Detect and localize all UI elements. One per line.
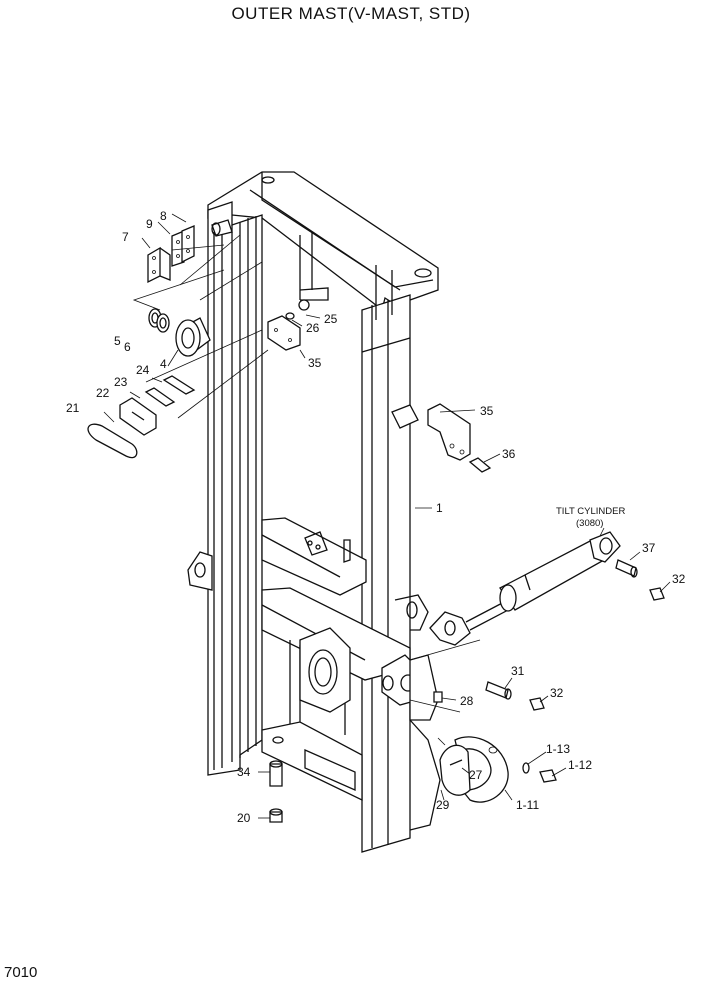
page-title: OUTER MAST(V-MAST, STD)	[231, 4, 471, 23]
callout-7: 7	[122, 230, 129, 244]
callout-37: 37	[642, 541, 656, 555]
callout-32-lower: 32	[550, 686, 564, 700]
page-number: 7010	[4, 964, 38, 981]
outer-mast-frame	[187, 171, 441, 853]
tilt-cylinder-label: TILT CYLINDER	[556, 506, 625, 517]
callout-22: 22	[96, 386, 110, 400]
callout-labels: 1 4 5 6 7 8 9 20 21 22 23 24 25 26 27 28…	[66, 209, 686, 825]
callout-9: 9	[146, 217, 153, 231]
callout-28: 28	[460, 694, 474, 708]
callout-1-12: 1-12	[568, 758, 592, 772]
callout-1: 1	[436, 501, 443, 515]
leader-lines	[103, 213, 671, 819]
callout-25: 25	[324, 312, 338, 326]
callout-32-upper: 32	[672, 572, 686, 586]
callout-1-13: 1-13	[546, 742, 570, 756]
parts	[87, 219, 665, 823]
tilt-cylinder-code: (3080)	[576, 518, 603, 529]
callout-36: 36	[502, 447, 516, 461]
callout-20: 20	[237, 811, 251, 825]
callout-35-upper: 35	[308, 356, 322, 370]
callout-29: 29	[436, 798, 450, 812]
callout-31: 31	[511, 664, 525, 678]
callout-1-11: 1-11	[516, 798, 539, 812]
callout-21: 21	[66, 401, 80, 415]
callout-6: 6	[124, 340, 131, 354]
callout-4: 4	[160, 357, 167, 371]
callout-35-right: 35	[480, 404, 494, 418]
callout-5: 5	[114, 334, 121, 348]
callout-24: 24	[136, 363, 150, 377]
callout-23: 23	[114, 375, 128, 389]
callout-27: 27	[469, 768, 483, 782]
callout-8: 8	[160, 209, 167, 223]
callout-26: 26	[306, 321, 320, 335]
callout-34: 34	[237, 765, 251, 779]
